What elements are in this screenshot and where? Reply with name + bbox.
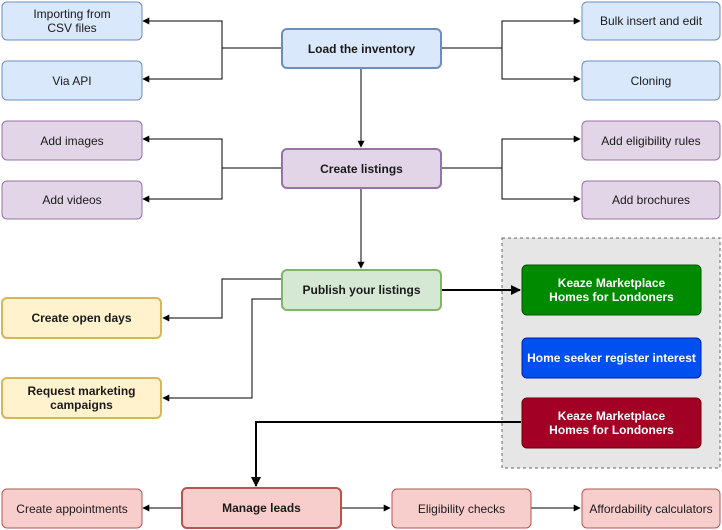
node-add-videos bbox=[1, 180, 143, 220]
node-home-seeker bbox=[521, 337, 702, 379]
node-open-days bbox=[1, 297, 162, 339]
label-affordability: Affordability calculators bbox=[589, 501, 713, 516]
node-manage-leads bbox=[181, 487, 342, 529]
node-affordability bbox=[581, 488, 721, 529]
label-bulk-insert: Bulk insert and edit bbox=[599, 14, 703, 28]
edge-load-bulk bbox=[441, 17, 581, 49]
label-appointments: Create appointments bbox=[16, 501, 128, 516]
label-eligibility-checks: Eligibility checks bbox=[417, 501, 506, 516]
node-add-images bbox=[1, 120, 143, 161]
label-load-inventory: Load the inventory bbox=[307, 41, 416, 56]
edge-load-cloning bbox=[501, 48, 581, 83]
node-appointments bbox=[1, 488, 143, 529]
edge-create-eligibility bbox=[441, 135, 581, 169]
label-import-csv: Importing from CSV files bbox=[33, 7, 111, 35]
edge-create-brochures bbox=[501, 168, 581, 203]
edge-load-import bbox=[142, 17, 282, 49]
label-marketing: Request marketing campaigns bbox=[27, 384, 136, 412]
label-cloning: Cloning bbox=[630, 73, 672, 88]
node-publish bbox=[281, 269, 442, 311]
edge-publish-opendays bbox=[162, 278, 282, 322]
edge-publish-marketing bbox=[162, 298, 282, 402]
node-marketing bbox=[1, 377, 162, 419]
label-via-api: Via API bbox=[52, 73, 92, 88]
label-publish: Publish your listings bbox=[302, 283, 421, 297]
label-add-videos: Add videos bbox=[42, 193, 102, 207]
node-create-listings bbox=[281, 148, 442, 189]
node-add-eligibility bbox=[581, 120, 721, 161]
node-keaze-green bbox=[521, 264, 702, 316]
label-add-brochures: Add brochures bbox=[611, 193, 691, 207]
label-home-seeker: Home seeker register interest bbox=[527, 351, 696, 365]
node-eligibility-checks bbox=[391, 488, 532, 529]
edge-create-images bbox=[142, 135, 282, 169]
edge-keaze-leads bbox=[251, 421, 521, 487]
node-bulk-insert bbox=[581, 1, 721, 41]
edge-create-videos bbox=[142, 168, 223, 203]
edge-load-api bbox=[142, 48, 223, 83]
label-add-eligibility: Add eligibility rules bbox=[601, 133, 701, 148]
node-import-csv bbox=[1, 1, 143, 41]
node-load-inventory bbox=[281, 28, 442, 69]
label-keaze-green: Keaze Marketplace Homes for Londoners bbox=[549, 276, 674, 304]
node-keaze-red bbox=[521, 397, 702, 449]
label-open-days: Create open days bbox=[31, 311, 132, 325]
label-create-listings: Create listings bbox=[320, 161, 403, 176]
label-add-images: Add images bbox=[40, 133, 104, 148]
node-cloning bbox=[581, 60, 721, 101]
node-via-api bbox=[1, 60, 143, 101]
node-add-brochures bbox=[581, 180, 721, 220]
label-keaze-red: Keaze Marketplace Homes for Londoners bbox=[549, 409, 674, 437]
label-manage-leads: Manage leads bbox=[222, 501, 301, 515]
